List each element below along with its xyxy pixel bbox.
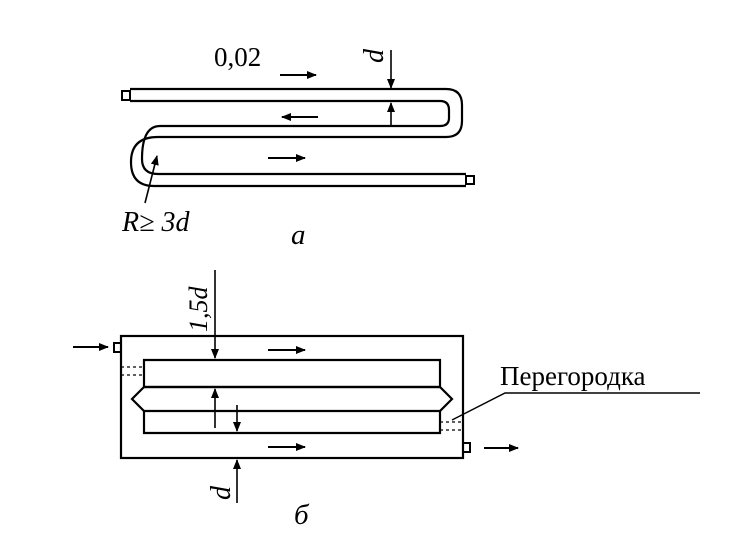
figure-b (113, 334, 471, 460)
figure-b-dashed-openings (121, 366, 463, 431)
figure-a-flow-arrows (268, 71, 318, 162)
partition-block-middle (130, 385, 454, 413)
casing-outer-wall (119, 334, 465, 460)
partition-leader-line (451, 392, 700, 421)
serpentine-tube-outer (129, 87, 466, 188)
figure-b-flow-arrows (73, 343, 519, 452)
inlet-nozzle (121, 90, 131, 101)
inlet-nozzle-b (113, 342, 122, 353)
spacing-label: 1,5d (184, 286, 213, 333)
radius-leader-line (144, 155, 159, 204)
partition-label: Перегородка (500, 361, 646, 391)
radius-label: R≥ 3d (121, 207, 190, 238)
figure-a (121, 87, 475, 188)
outlet-nozzle (465, 175, 475, 185)
d-label-a: d (359, 48, 390, 63)
caption-b: б (294, 499, 310, 531)
outlet-nozzle-b (462, 442, 471, 453)
partition-block-top (142, 358, 442, 387)
d-label-b: d (206, 485, 237, 500)
serpentine-tube-inner (130, 99, 466, 176)
gap-label: 0,02 (214, 42, 261, 72)
caption-a: а (291, 219, 306, 251)
partition-block-bottom (142, 411, 442, 435)
